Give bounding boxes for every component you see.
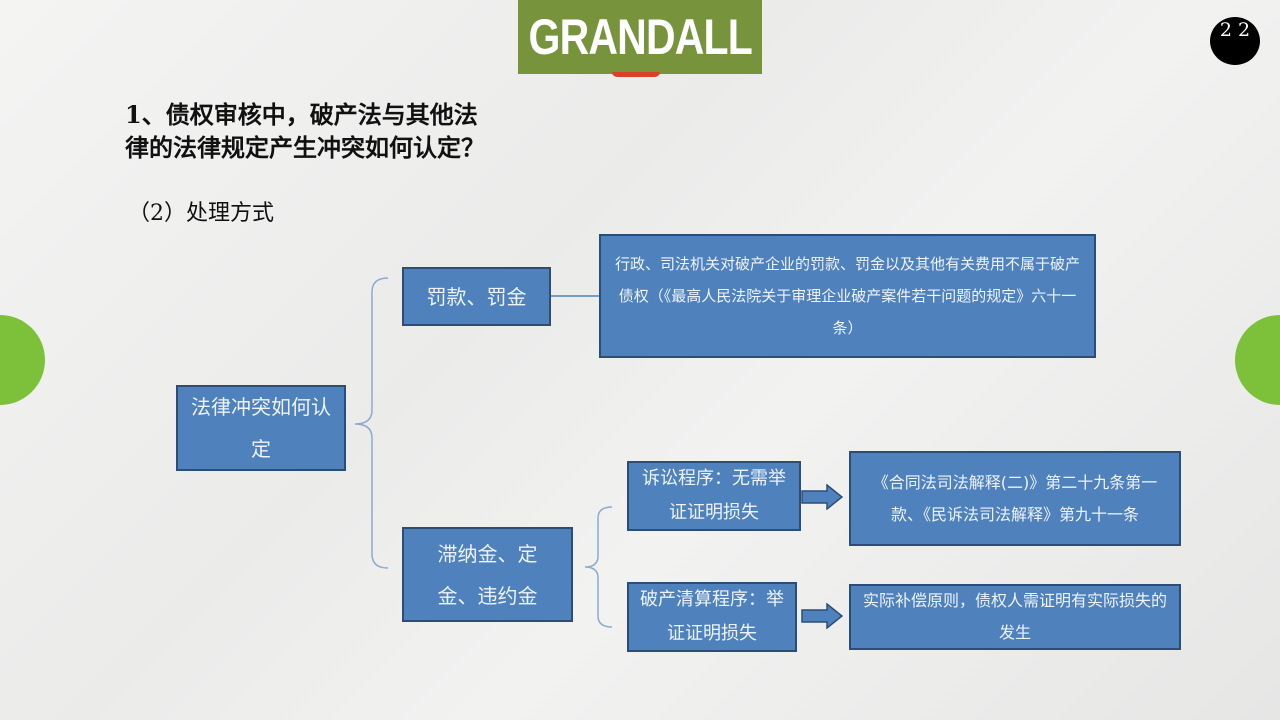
penalty-node: 滞纳金、定金、违约金: [402, 527, 573, 622]
page-number-badge: 2 2: [1210, 17, 1260, 65]
litigation-detail-node: 《合同法司法解释(二)》第二十九条第一款、《民诉法司法解释》第九十一条: [849, 451, 1181, 546]
litigation-node: 诉讼程序：无需举证证明损失: [627, 461, 801, 531]
bankruptcy-node: 破产清算程序：举证证明损失: [627, 582, 797, 652]
brace-main: [354, 277, 389, 569]
slide-title: 1、债权审核中，破产法与其他法 律的法律规定产生冲突如何认定？: [125, 98, 485, 164]
bankruptcy-detail-node: 实际补偿原则，债权人需证明有实际损失的发生: [849, 584, 1181, 650]
slide-subtitle: （2）处理方式: [128, 201, 274, 226]
grandall-logo: GRANDALL: [518, 0, 762, 74]
fine-detail-node: 行政、司法机关对破产企业的罚款、罚金以及其他有关费用不属于破产债权（《最高人民法…: [599, 234, 1096, 358]
title-line-1: 1、债权审核中，破产法与其他法: [125, 100, 478, 129]
fine-node: 罚款、罚金: [402, 267, 551, 326]
arrow-right-icon: [801, 484, 843, 510]
title-line-2: 律的法律规定产生冲突如何认定？: [125, 133, 485, 162]
brace-sub: [584, 506, 613, 628]
logo-accent: [612, 72, 660, 77]
arrow-right-icon: [801, 603, 843, 629]
root-node: 法律冲突如何认定: [176, 385, 346, 471]
